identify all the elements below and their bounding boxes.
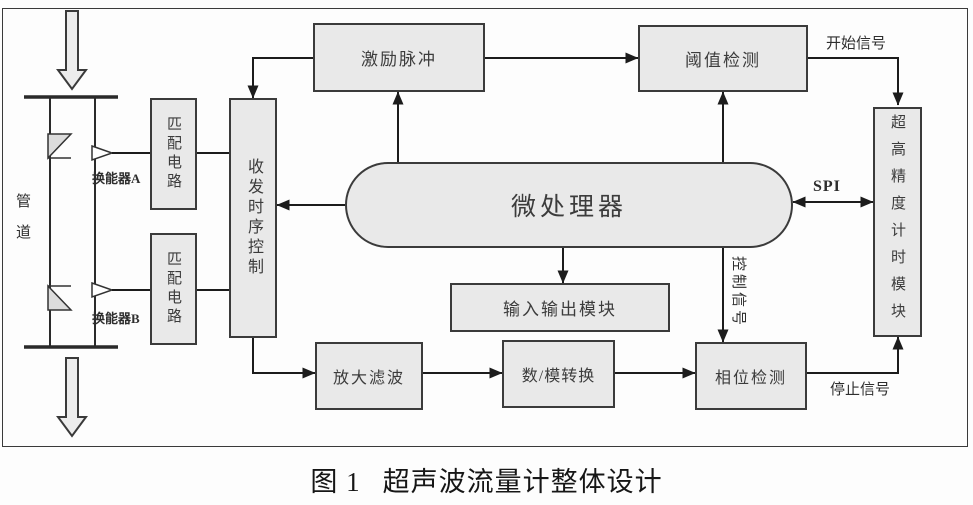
start-signal-label: 开始信号 [826, 36, 887, 52]
node-microprocessor: 微处理器 [345, 162, 793, 248]
figure-caption-title: 超声波流量计整体设计 [382, 467, 663, 497]
stop-signal-label: 停止信号 [830, 382, 891, 398]
conn-start-signal [808, 57, 904, 106]
transducer-b-symbol [47, 281, 115, 311]
spi-label: SPI [813, 178, 841, 195]
node-da-convert-label: 数/模转换 [521, 368, 596, 385]
node-matching-circuit-b: 匹配电路 [150, 233, 197, 345]
flow-arrow-down-bottom-icon [56, 357, 88, 438]
node-matching-circuit-a-label: 匹配电路 [165, 116, 181, 192]
node-threshold-detect-label: 阈值检测 [685, 51, 761, 70]
node-timer-module-label: 超高精度计时模块 [889, 114, 905, 330]
conn-stop-signal [807, 336, 904, 374]
node-matching-circuit-a: 匹配电路 [150, 98, 197, 210]
control-signal-label: 控制信号 [730, 256, 746, 329]
node-excitation-pulse: 激励脉冲 [313, 23, 485, 92]
node-amplify-filter: 放大滤波 [315, 342, 423, 410]
node-da-convert: 数/模转换 [502, 340, 615, 408]
node-matching-circuit-b-label: 匹配电路 [165, 251, 181, 327]
node-amplify-filter-label: 放大滤波 [332, 370, 405, 387]
node-io-module-label: 输入输出模块 [503, 300, 617, 319]
arrow-connectors [247, 52, 904, 379]
node-microprocessor-label: 微处理器 [510, 194, 627, 221]
node-excitation-pulse-label: 激励脉冲 [361, 50, 437, 69]
node-phase-detect: 相位检测 [695, 342, 807, 410]
flow-arrow-down-top-icon [56, 10, 88, 91]
figure-caption-number: 图 1 [310, 467, 361, 497]
conn-timing-to-amplify [252, 338, 316, 379]
plain-connectors [112, 152, 229, 291]
node-threshold-detect: 阈值检测 [638, 25, 808, 92]
conn-excitation-to-timing [247, 57, 313, 99]
pipe-label: 管道 [14, 193, 30, 255]
transducer-a-symbol [47, 133, 115, 162]
node-phase-detect-label: 相位检测 [714, 370, 787, 387]
connector-layer [24, 10, 904, 438]
figure-frame [2, 8, 968, 447]
node-io-module: 输入输出模块 [450, 283, 670, 332]
figure-caption: 图 1 超声波流量计整体设计 [0, 460, 973, 499]
node-timing-control-label: 收发时序控制 [245, 158, 262, 278]
node-timing-control: 收发时序控制 [229, 98, 277, 338]
transducer-b-label: 换能器B [92, 311, 140, 326]
transducer-a-label: 换能器A [92, 171, 141, 186]
node-timer-module: 超高精度计时模块 [873, 107, 922, 337]
